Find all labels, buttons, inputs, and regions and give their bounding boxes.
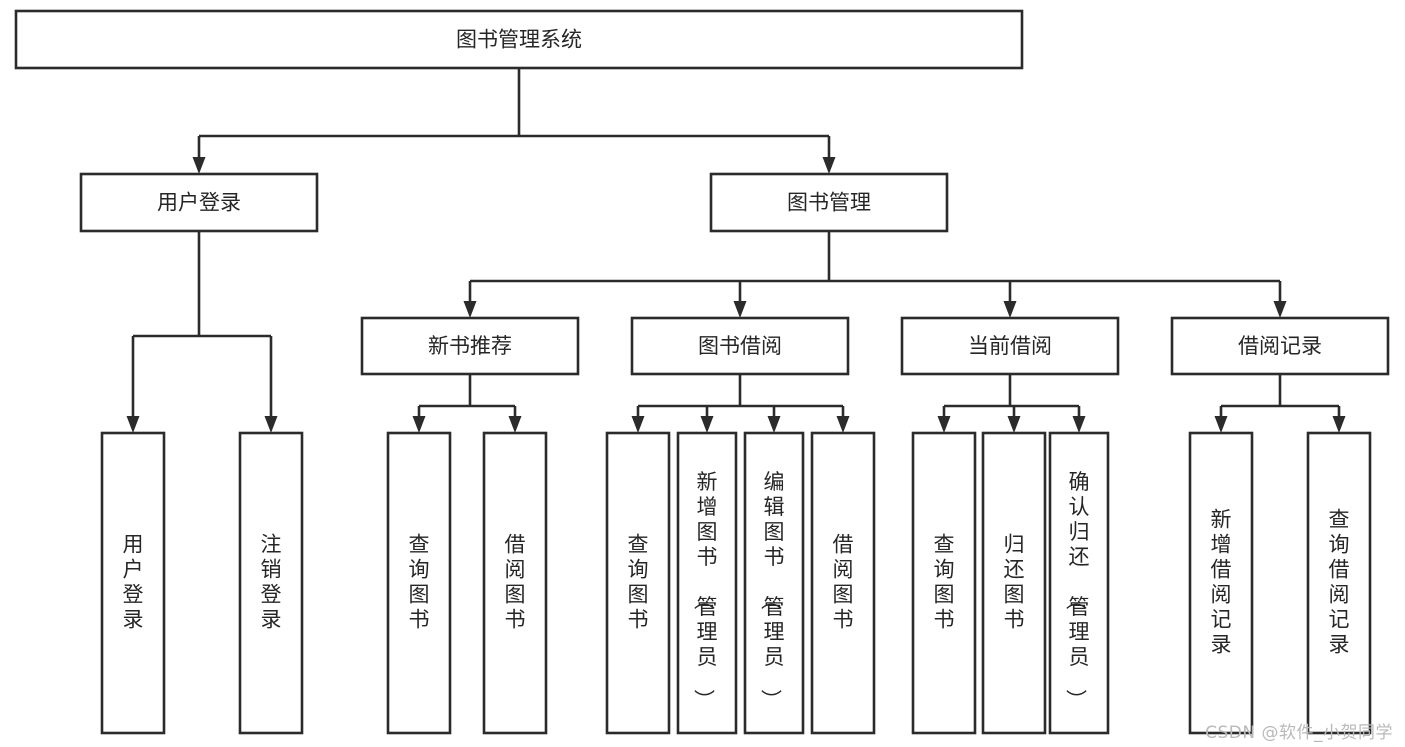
node-box xyxy=(1048,431,1110,735)
node-box xyxy=(100,431,166,735)
node-label: 图书管理 xyxy=(787,191,871,215)
node-box xyxy=(1188,431,1254,735)
node-label: 查询图书 xyxy=(628,533,649,632)
connector-layer xyxy=(126,68,1346,433)
node-label: 查询图书 xyxy=(409,533,430,632)
node-label: 编辑图书（管理员） xyxy=(759,470,785,710)
connector-arrowhead xyxy=(1072,416,1086,433)
node-leaf-query-book-2[interactable]: 查询图书 xyxy=(605,431,671,735)
node-box xyxy=(238,431,304,735)
node-box xyxy=(630,316,850,376)
node-record[interactable]: 借阅记录 xyxy=(1170,316,1390,376)
node-label: 图书借阅 xyxy=(698,334,782,358)
connector-arrowhead xyxy=(126,416,140,433)
node-box xyxy=(900,316,1120,376)
csdn-watermark: CSDN @软件_小贺同学 xyxy=(1205,723,1393,743)
node-box xyxy=(14,9,1024,70)
node-box xyxy=(386,431,452,735)
node-newbook[interactable]: 新书推荐 xyxy=(360,316,580,376)
node-label: 用户登录 xyxy=(157,191,241,215)
node-label: 新增图书（管理员） xyxy=(692,470,718,710)
node-layer: 图书管理系统用户登录图书管理新书推荐图书借阅当前借阅借阅记录用户登录注销登录查询… xyxy=(14,9,1390,735)
node-leaf-user-logout[interactable]: 注销登录 xyxy=(238,431,304,735)
connector-arrowhead xyxy=(631,416,645,433)
connector-arrowhead xyxy=(192,157,206,174)
connector-arrowhead xyxy=(1214,416,1228,433)
connector-arrowhead xyxy=(264,416,278,433)
connector-arrowhead xyxy=(508,416,522,433)
node-box xyxy=(79,172,319,233)
node-leaf-edit-book[interactable]: 编辑图书（管理员） xyxy=(743,431,805,735)
node-box xyxy=(482,431,548,735)
node-label: 查询借阅记录 xyxy=(1329,508,1350,657)
connector-arrowhead xyxy=(700,416,714,433)
node-leaf-confirm-return[interactable]: 确认归还（管理员） xyxy=(1048,431,1110,735)
node-box xyxy=(743,431,805,735)
node-label: 新增借阅记录 xyxy=(1211,508,1232,657)
node-box xyxy=(709,172,949,233)
node-box xyxy=(360,316,580,376)
node-box xyxy=(911,431,977,735)
connector-arrowhead xyxy=(463,301,477,318)
node-box xyxy=(605,431,671,735)
connector-arrowhead xyxy=(1332,416,1346,433)
node-label: 归还图书 xyxy=(1004,533,1025,632)
connector-arrowhead xyxy=(412,416,426,433)
node-box xyxy=(676,431,738,735)
node-leaf-query-book-3[interactable]: 查询图书 xyxy=(911,431,977,735)
node-leaf-query-book-1[interactable]: 查询图书 xyxy=(386,431,452,735)
node-label: 图书管理系统 xyxy=(456,28,582,52)
node-label: 借阅图书 xyxy=(505,533,526,632)
connector-arrowhead xyxy=(1273,301,1287,318)
node-root[interactable]: 图书管理系统 xyxy=(14,9,1024,70)
node-label: 查询图书 xyxy=(934,533,955,632)
node-label: 注销登录 xyxy=(261,533,282,632)
node-label: 用户登录 xyxy=(123,533,144,632)
connector-arrowhead xyxy=(767,416,781,433)
connector-arrowhead xyxy=(822,157,836,174)
connector-arrowhead xyxy=(1007,416,1021,433)
connector-arrowhead xyxy=(1003,301,1017,318)
node-bookmgmt[interactable]: 图书管理 xyxy=(709,172,949,233)
node-leaf-add-book[interactable]: 新增图书（管理员） xyxy=(676,431,738,735)
node-box xyxy=(1170,316,1390,376)
node-leaf-return-book[interactable]: 归还图书 xyxy=(981,431,1047,735)
connector-arrowhead xyxy=(836,416,850,433)
node-box xyxy=(981,431,1047,735)
node-borrow[interactable]: 图书借阅 xyxy=(630,316,850,376)
node-current[interactable]: 当前借阅 xyxy=(900,316,1120,376)
node-label: 借阅图书 xyxy=(833,533,854,632)
node-leaf-query-record[interactable]: 查询借阅记录 xyxy=(1306,431,1372,735)
node-leaf-add-record[interactable]: 新增借阅记录 xyxy=(1188,431,1254,735)
node-label: 当前借阅 xyxy=(968,334,1052,358)
node-label: 确认归还（管理员） xyxy=(1064,470,1090,710)
node-leaf-borrow-book-2[interactable]: 借阅图书 xyxy=(810,431,876,735)
node-box xyxy=(1306,431,1372,735)
node-leaf-borrow-book-1[interactable]: 借阅图书 xyxy=(482,431,548,735)
node-label: 新书推荐 xyxy=(428,334,512,358)
node-label: 借阅记录 xyxy=(1238,334,1322,358)
node-login[interactable]: 用户登录 xyxy=(79,172,319,233)
node-box xyxy=(810,431,876,735)
node-leaf-user-login[interactable]: 用户登录 xyxy=(100,431,166,735)
connector-arrowhead xyxy=(733,301,747,318)
connector-arrowhead xyxy=(937,416,951,433)
